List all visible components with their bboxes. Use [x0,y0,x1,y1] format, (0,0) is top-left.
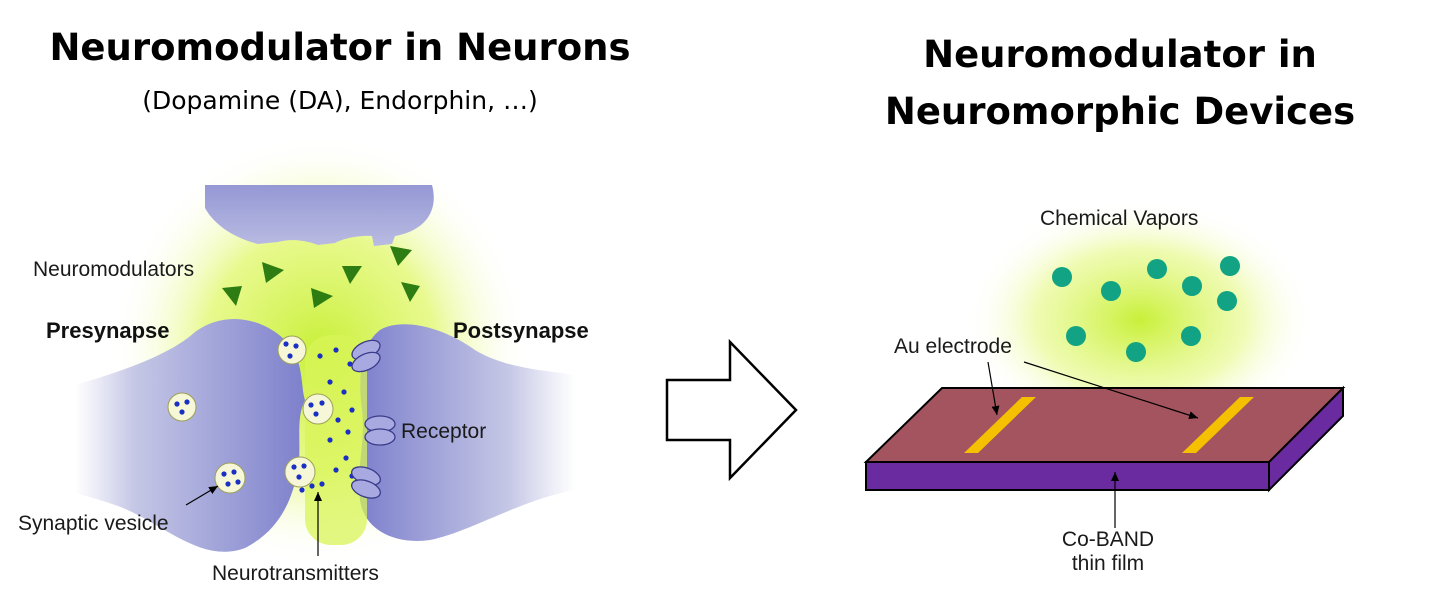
electrode-callout-arrow-left [987,361,1000,416]
postsynapse-neuron [359,324,575,541]
au-electrode-label: Au electrode [894,335,1012,358]
device-illustration: Chemical Vapors Au electrode Co-BAND thi… [863,200,1346,575]
film-top-surface [863,387,1346,463]
synaptic-vesicle [167,392,197,422]
neuromodulator-mark [311,288,333,308]
film-label-line2: thin film [1072,552,1144,575]
chemical-vapor-particles [1052,256,1240,362]
neurotransmitters [299,347,355,493]
neuromodulator-mark [222,286,242,306]
receptor [364,415,396,446]
presynapse-neuron [75,318,305,552]
synaptic-vesicle-label: Synaptic vesicle [18,512,169,535]
synaptic-vesicle [214,462,246,494]
presynapse-label: Presynapse [46,318,170,343]
left-subtitle: (Dopamine (DA), Endorphin, …) [142,86,538,115]
left-title: Neuromodulator in Neurons [49,26,631,69]
au-electrode-left [964,397,1036,453]
au-electrode-right [1182,397,1254,453]
neuromodulator-mark [401,282,420,302]
film-label-line1: Co-BAND [1062,528,1154,551]
synapse-illustration: Neuromodulators Presynapse Postsynapse R… [18,135,589,585]
synaptic-vesicle [277,335,307,365]
right-title-line1: Neuromodulator in [923,33,1317,76]
receptor [350,466,382,499]
neuromodulators-label: Neuromodulators [33,258,194,281]
receptor [351,339,381,373]
postsynapse-label: Postsynapse [453,318,589,343]
right-title: Neuromodulator in Neuromorphic Devices [810,26,1430,140]
receptor-label: Receptor [401,420,486,443]
synaptic-vesicle [302,393,334,425]
film-front-side [865,461,1270,491]
neurotransmitters-label: Neurotransmitters [212,562,379,585]
electrode-callout-arrow-right [1023,361,1199,420]
right-title-line2: Neuromorphic Devices [884,90,1356,133]
vesicle-callout-arrow [185,485,219,506]
neuromodulator-mark [342,266,362,284]
neuromodulator-mark [390,246,412,266]
transition-arrow [665,338,798,482]
top-neuron [205,185,434,246]
neuromodulator-mark [262,262,284,283]
chemical-vapors-label: Chemical Vapors [1040,207,1198,230]
synaptic-vesicle [284,456,316,488]
